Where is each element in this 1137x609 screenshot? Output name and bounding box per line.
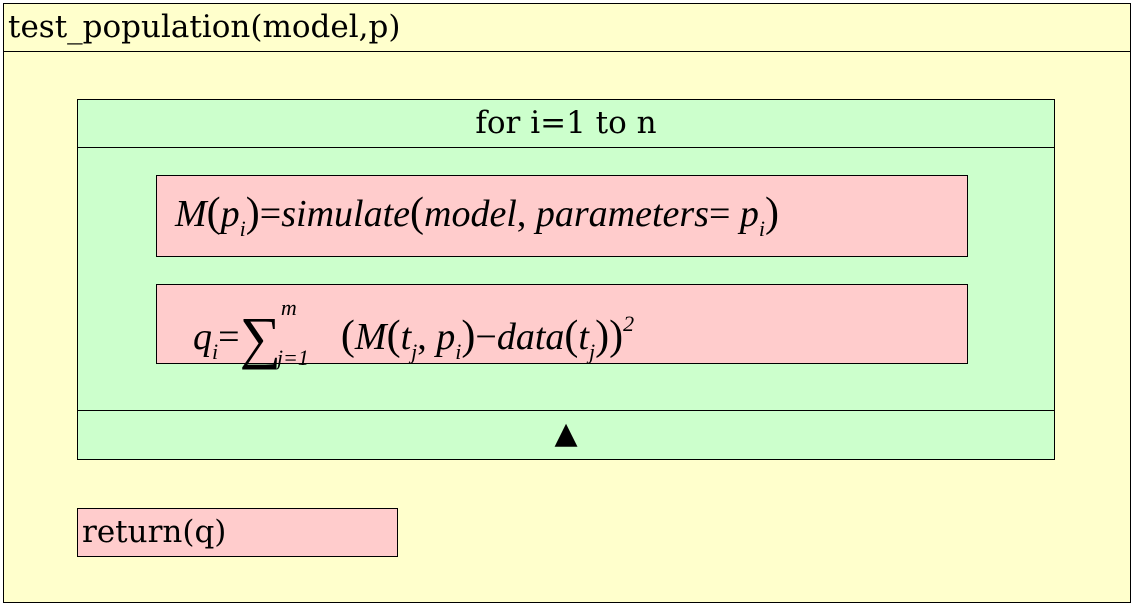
loop-end-triangle-icon: ▲ [554,416,578,451]
summation-icon: ∑ [239,305,281,370]
time-symbol: t [400,316,412,358]
param-subscript: i [239,216,246,241]
param-symbol: p [220,193,240,235]
data-function: data [496,316,565,358]
square-exponent: 2 [623,311,635,336]
model-output-symbol: M [175,193,207,235]
loop-title: for i=1 to n [475,105,657,141]
simulate-function: simulate [281,193,410,235]
sum-lower-limit: j=1 [276,345,309,370]
parameters-value: p [739,193,759,235]
simulate-statement: M(pi)=simulate(model, parameters= pi) [156,175,968,257]
equals-sign: = [218,316,240,358]
model-func-symbol: M [354,316,387,358]
summation-limits: m j=1 [277,297,341,369]
loop-footer: ▲ [78,410,1054,459]
parameters-value-subscript: i [758,216,766,241]
param-symbol: p [436,316,456,358]
parameters-argument: parameters [535,193,709,235]
param-subscript: i [455,339,462,364]
time-subscript: j [411,339,418,364]
function-title: test_population(model,p) [8,9,401,45]
return-block: return(q) [77,508,398,557]
error-symbol: q [193,316,212,358]
equals-sign: = [259,193,282,235]
function-header: test_population(model,p) [4,4,1130,52]
error-subscript: i [212,339,219,364]
time-subscript-2: j [588,339,596,364]
time-symbol-2: t [578,316,589,358]
model-argument: model [424,193,517,235]
loop-header: for i=1 to n [78,100,1054,148]
loop-block: for i=1 to n ▲ [77,99,1055,460]
sum-upper-limit: m [280,295,297,320]
minus-sign: − [475,316,497,358]
return-label: return(q) [82,514,227,550]
simulate-formula: M(pi)=simulate(model, parameters= pi) [175,190,780,241]
